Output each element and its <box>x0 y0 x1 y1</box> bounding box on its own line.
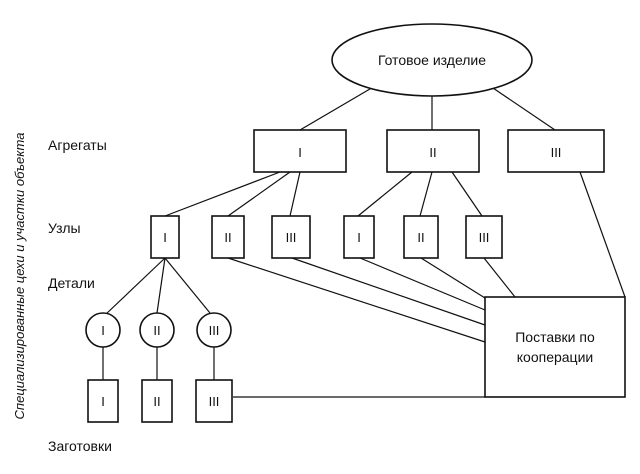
part-label-3: III <box>209 323 220 338</box>
cooperation-node: Поставки по кооперации <box>484 296 626 398</box>
aggregate-node-1: I <box>253 129 347 173</box>
aggregate-node-3: III <box>507 129 605 173</box>
edge-unit1-part3 <box>164 257 211 314</box>
cooperation-label-line1: Поставки по <box>515 329 595 345</box>
blank-label-2: II <box>153 394 160 409</box>
edge-root-agg3 <box>489 85 556 131</box>
edge-agg2-unit1 <box>357 171 413 217</box>
part-node-1: I <box>85 312 121 348</box>
blank-label-3: III <box>209 394 220 409</box>
edge-agg1-unit1 <box>164 171 281 217</box>
unit-label-4: I <box>357 230 361 245</box>
unit-node-1: I <box>150 215 180 259</box>
blank-label-1: I <box>101 394 105 409</box>
side-label: Специализированные цехи и участки объект… <box>12 133 27 420</box>
blank-node-3: III <box>195 379 233 423</box>
unit-node-4: I <box>343 215 375 259</box>
level-label-parts: Детали <box>48 275 95 291</box>
unit-label-5: II <box>417 230 424 245</box>
aggregate-node-2: II <box>386 129 480 173</box>
edge-agg1-unit3 <box>289 171 301 217</box>
edge-agg3-coop <box>579 171 626 298</box>
part-label-1: I <box>101 323 105 338</box>
unit-label-2: II <box>224 230 231 245</box>
unit-node-2: II <box>211 215 245 259</box>
blank-node-1: I <box>87 379 119 423</box>
level-label-aggregates: Агрегаты <box>48 137 107 153</box>
cooperation-label-line2: кооперации <box>517 349 593 365</box>
aggregate-label-3: III <box>551 145 562 160</box>
part-node-3: III <box>196 312 232 348</box>
blank-node-2: II <box>141 379 173 423</box>
unit-label-3: III <box>286 230 297 245</box>
root-label: Готовое изделие <box>378 52 486 68</box>
edge-unit1-part2 <box>156 257 166 314</box>
unit-label-1: I <box>163 230 167 245</box>
edge-agg2-unit3 <box>451 171 483 217</box>
unit-label-6: III <box>479 230 490 245</box>
root-node: Готовое изделие <box>331 23 533 97</box>
edges <box>102 85 626 398</box>
part-node-2: II <box>139 312 175 348</box>
edge-unit7-coop <box>420 257 486 299</box>
level-label-units: Узлы <box>48 220 81 236</box>
aggregate-label-1: I <box>298 145 302 160</box>
edge-agg2-unit2 <box>419 171 433 217</box>
edge-unit5-coop <box>291 257 486 326</box>
edge-unit8-coop <box>483 257 516 298</box>
level-label-blanks: Заготовки <box>48 438 112 454</box>
aggregate-label-2: II <box>429 145 436 160</box>
edge-unit6-coop <box>359 257 486 311</box>
edge-unit4-coop <box>227 257 486 343</box>
edge-unit1-part1 <box>104 257 166 316</box>
edge-root-agg1 <box>299 85 376 131</box>
unit-node-5: II <box>403 215 439 259</box>
unit-node-3: III <box>271 215 311 259</box>
part-label-2: II <box>153 323 160 338</box>
unit-node-6: III <box>465 215 503 259</box>
edge-agg1-unit2 <box>227 171 291 217</box>
